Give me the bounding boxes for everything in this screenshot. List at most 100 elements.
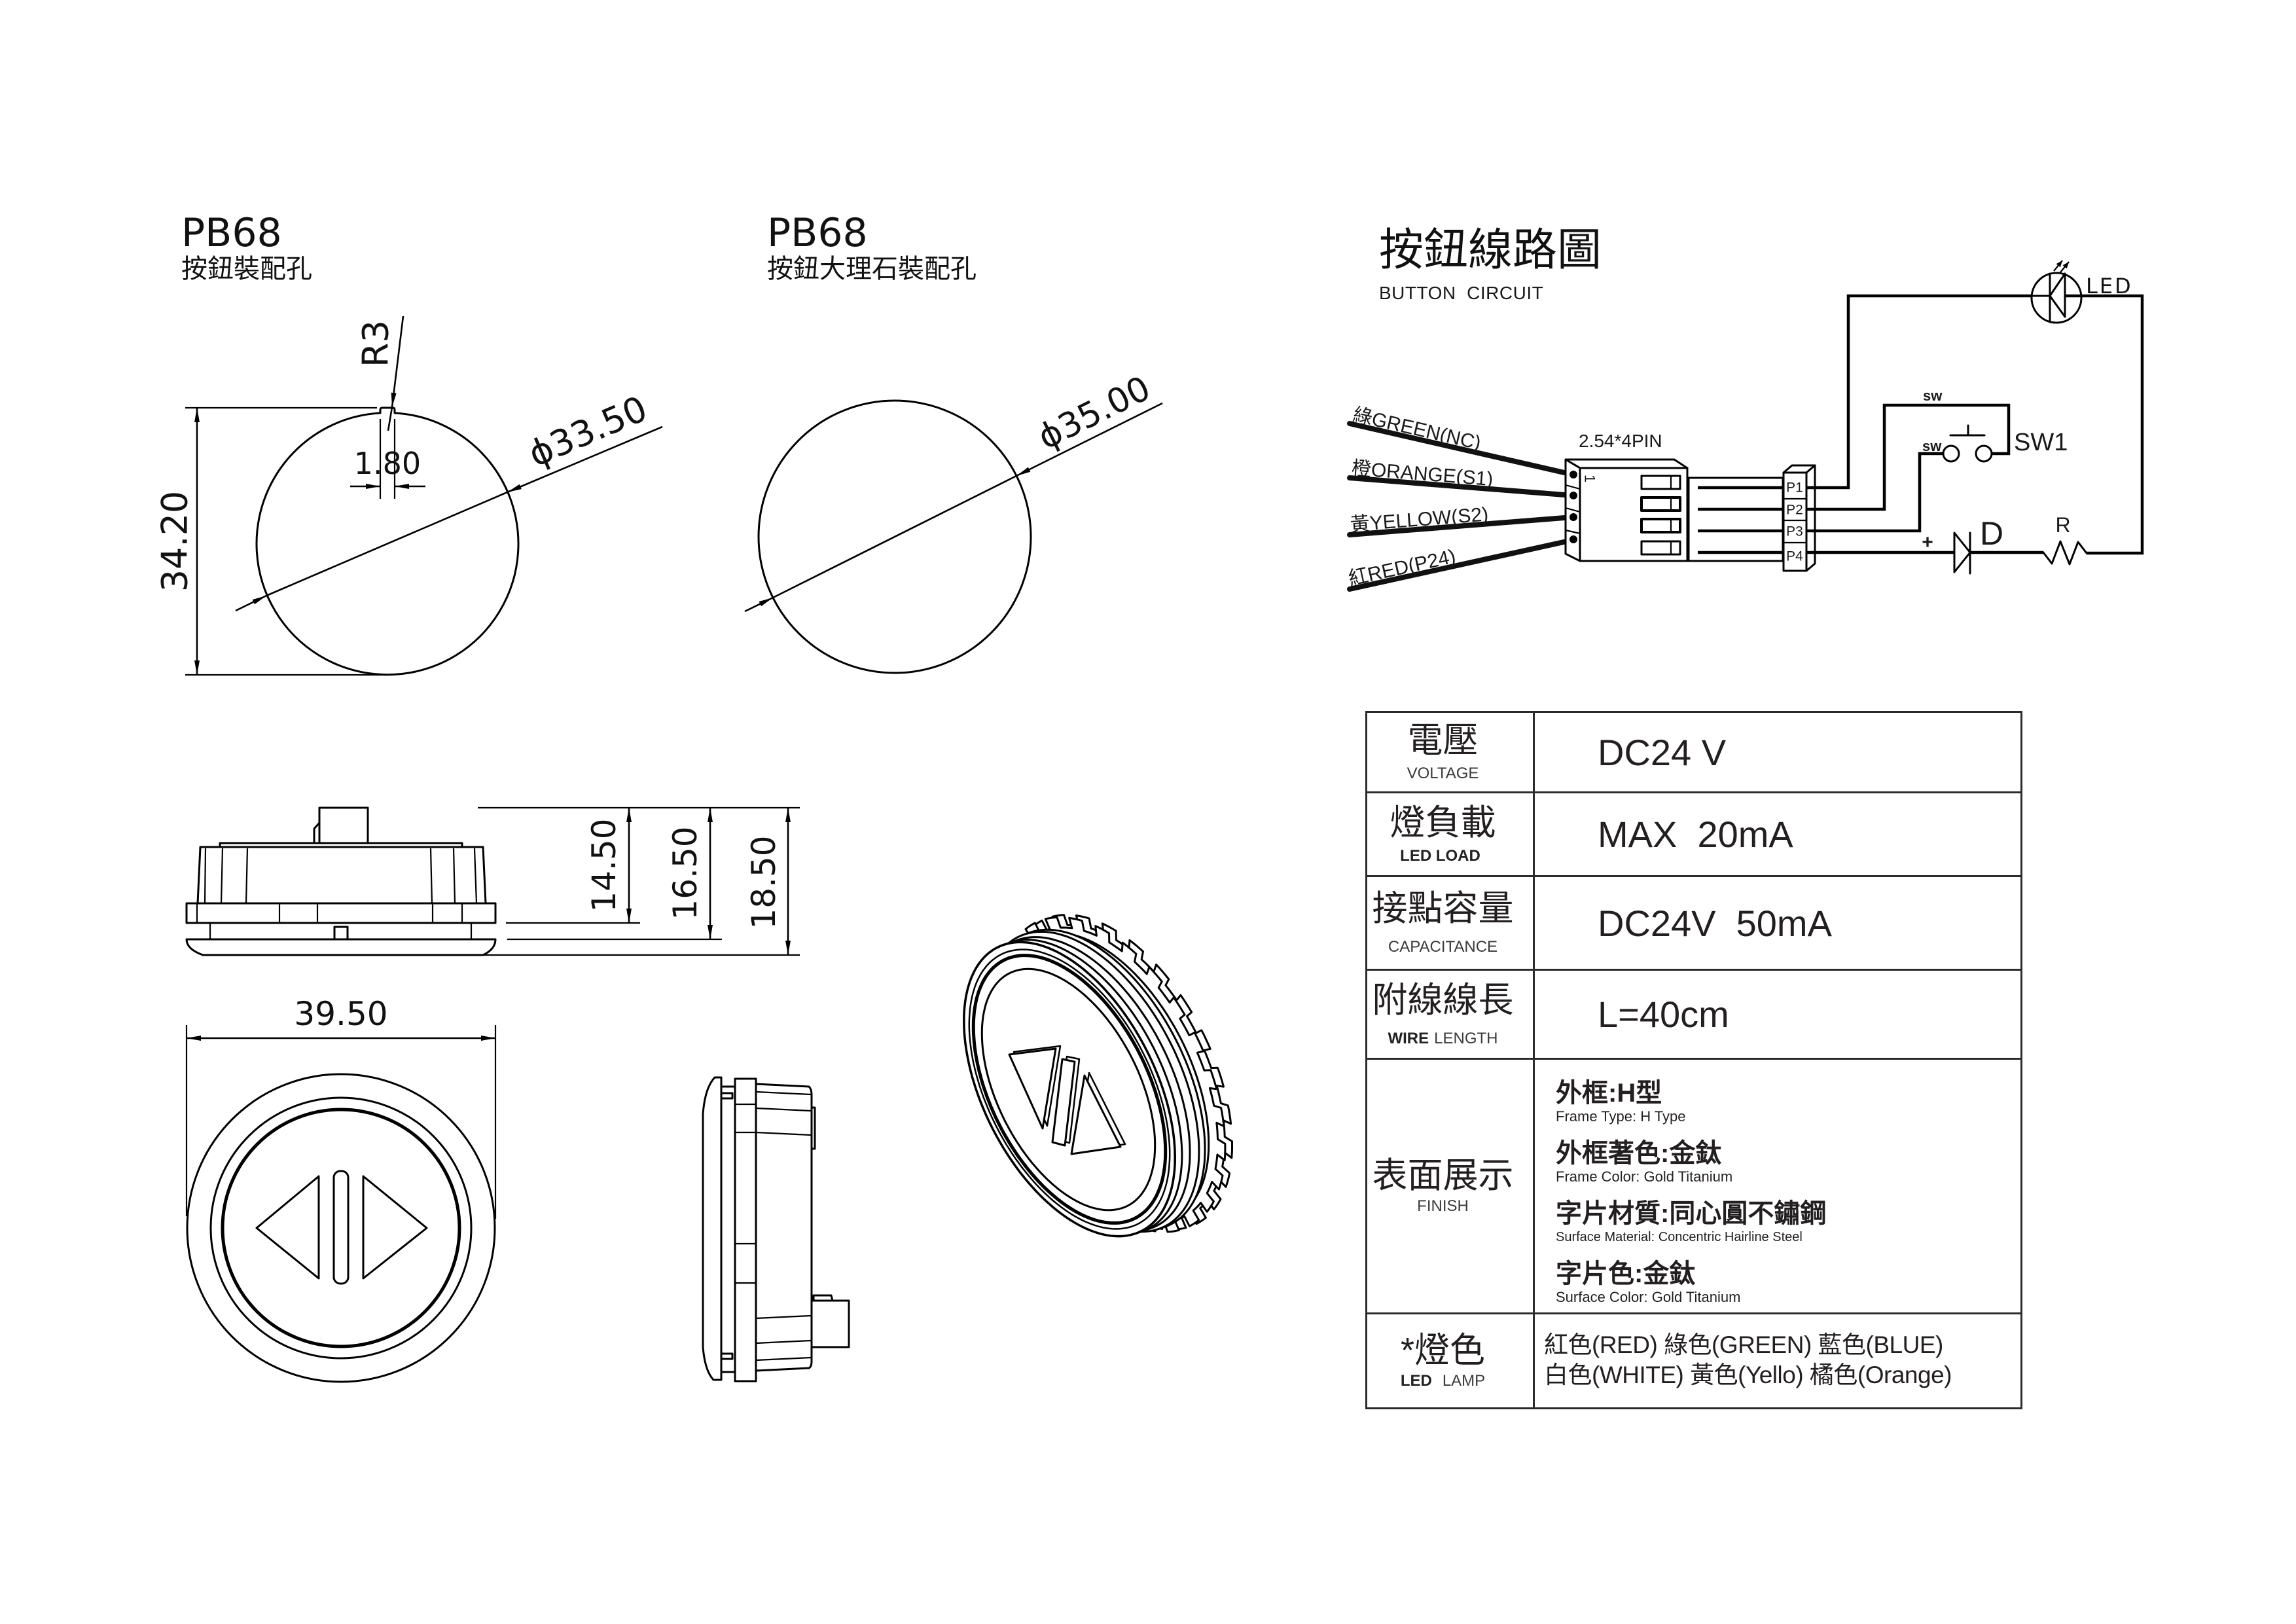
spec-row-finish: 表面展示 FINISH 外框:H型 Frame Type: H Type 外框著… <box>1367 1060 2020 1314</box>
diameter-label: ϕ33.50 <box>522 388 653 475</box>
housing-slot <box>1640 518 1681 533</box>
header-side-face <box>1805 464 1816 572</box>
rib-line <box>755 1107 812 1112</box>
led-symbol-circle <box>2030 272 2083 324</box>
housing-cell-divider <box>1565 507 1581 513</box>
housing-top-face <box>1564 458 1689 469</box>
spec-label-en: LED LOAD <box>1400 847 1486 865</box>
housing-cell-divider <box>1565 529 1581 535</box>
connector-housing: 2.54*4PIN 1 <box>1564 431 1689 562</box>
spec-label-en-strong: LED <box>1400 1372 1432 1390</box>
rib-line <box>473 848 478 904</box>
spec-table: 電壓 VOLTAGE DC24 V 燈負載 LED LOAD MAX 20mA … <box>1365 711 2022 1409</box>
pin-header: P1 P2 P3 P4 <box>1782 464 1816 572</box>
spec-label-cell: 接點容量 CAPACITANCE <box>1367 877 1535 969</box>
spec-row-capacitance: 接點容量 CAPACITANCE DC24V 50mA <box>1367 877 2020 971</box>
finish-item-zh: 字片色:金鈦 <box>1556 1259 1696 1288</box>
led-color-options-line: 白色(WHITE) 黃色(Yello) 橘色(Orange) <box>1544 1362 1952 1388</box>
spec-label-en-strong: WIRE <box>1388 1029 1429 1047</box>
resistor-label: R <box>2055 513 2070 537</box>
rib-line <box>755 1314 812 1320</box>
side-view-body-ribs <box>204 848 478 904</box>
front-view-bezel-inner <box>209 1096 473 1360</box>
wire-label-green: 綠GREEN(NC) <box>1351 404 1483 454</box>
connector-label: 2.54*4PIN <box>1579 431 1662 451</box>
marble-diameter-label: ϕ35.00 <box>1032 369 1157 457</box>
wire-green <box>1347 421 1575 477</box>
housing-slots <box>1640 475 1681 556</box>
radius-leader <box>391 316 404 408</box>
wire-label-red: 紅RED(P24) <box>1346 545 1458 590</box>
led-emission-arrow-icon <box>2053 260 2063 272</box>
finish-item-surface-material: 字片材質:同心圓不鏽鋼 Surface Material: Concentric… <box>1556 1200 2020 1246</box>
spec-value: L=40cm <box>1598 994 1729 1035</box>
ribbon-cable <box>1687 477 1784 562</box>
switch-contact-right <box>1975 444 1993 463</box>
housing-cell-divider <box>1565 484 1581 490</box>
rib-line <box>755 1339 812 1344</box>
diameter-arrow-outer <box>507 425 663 494</box>
finish-item-frame-color: 外框著色:金鈦 Frame Color: Gold Titanium <box>1556 1140 2020 1185</box>
rib-line <box>755 1356 812 1362</box>
height-label-14-50: 14.50 <box>585 818 623 912</box>
marble-hole-title: 按鈕大理石裝配孔 <box>767 254 977 284</box>
spec-label-en: CAPACITANCE <box>1388 939 1498 956</box>
wire-red <box>1347 537 1575 592</box>
profile-body-ribs <box>755 1091 812 1362</box>
marble-diameter-arrow-inner <box>744 596 774 613</box>
side-profile-drawing <box>702 1076 850 1382</box>
diameter-line <box>266 491 508 597</box>
rib-line <box>220 848 224 904</box>
spec-label-cell: 燈負載 LED LOAD <box>1367 793 1535 875</box>
button-circuit-diagram: 按鈕線路圖 BUTTON CIRCUIT 綠GREEN(NC) 橙ORANGE(… <box>1346 225 2144 592</box>
notch-width-label: 1.80 <box>354 446 421 481</box>
side-view-connector-latch <box>313 821 321 844</box>
ribbon-outline <box>1687 477 1784 562</box>
switch-terminal-label-lower: sw <box>1922 438 1942 454</box>
trace-p1-led <box>1806 294 2032 490</box>
rib-line <box>204 848 207 904</box>
pin-one-mark: 1 <box>1582 475 1598 482</box>
spec-label-cell: 電壓 VOLTAGE <box>1367 713 1535 791</box>
led-label: LED <box>2086 274 2133 298</box>
front-view-drawing: 39.50 <box>185 995 497 1383</box>
rib-line <box>452 848 456 904</box>
diode-triangle-icon <box>1953 532 1971 573</box>
profile-faceplate <box>702 1076 723 1381</box>
finish-item-en: Surface Color: Gold Titanium <box>1556 1289 1741 1305</box>
header-pin-label-p2: P2 <box>1786 503 1803 518</box>
mounting-hole-title: 按鈕裝配孔 <box>181 254 312 284</box>
pin-contact <box>1570 513 1577 521</box>
profile-clip-top <box>720 1092 734 1100</box>
diameter-arrow-inner <box>235 594 267 612</box>
led-triangle-icon <box>2049 272 2066 318</box>
schematic: LED sw SW1 sw + D R <box>1806 260 2144 575</box>
marble-hole-outline <box>757 399 1032 674</box>
profile-clip-bottom <box>720 1352 734 1360</box>
spec-label-en-light: CAPACITANCE <box>1388 938 1498 956</box>
spec-value: DC24V 50mA <box>1598 902 1832 944</box>
resistor-zigzag-icon <box>2042 540 2088 566</box>
spec-label-zh: *燈色 <box>1400 1331 1485 1370</box>
side-view-flange-segments <box>196 903 463 923</box>
profile-stem <box>720 1085 736 1373</box>
led-color-options: 紅色(RED) 綠色(GREEN) 藍色(BLUE) 白色(WHITE) 黃色(… <box>1535 1314 2020 1407</box>
height-dimension-label: 34.20 <box>154 491 196 592</box>
side-view-drawing: 14.50 16.50 18.50 <box>185 806 800 956</box>
spec-value: MAX 20mA <box>1598 814 1793 855</box>
wire-orange <box>1347 475 1575 498</box>
spec-row-led-load: 燈負載 LED LOAD MAX 20mA <box>1367 793 2020 877</box>
mounting-hole-model: PB68 <box>181 210 282 256</box>
profile-flange <box>734 1077 757 1382</box>
circuit-subtitle: BUTTON CIRCUIT <box>1379 283 1543 303</box>
finish-item-surface-color: 字片色:金鈦 Surface Color: Gold Titanium <box>1556 1260 2020 1306</box>
side-view-stem-tab <box>333 926 349 941</box>
height-label-18-50: 18.50 <box>745 835 783 929</box>
finish-item-frame-type: 外框:H型 Frame Type: H Type <box>1556 1079 2020 1125</box>
housing-slot <box>1640 540 1681 556</box>
spec-label-zh: 附線線長 <box>1372 980 1514 1020</box>
